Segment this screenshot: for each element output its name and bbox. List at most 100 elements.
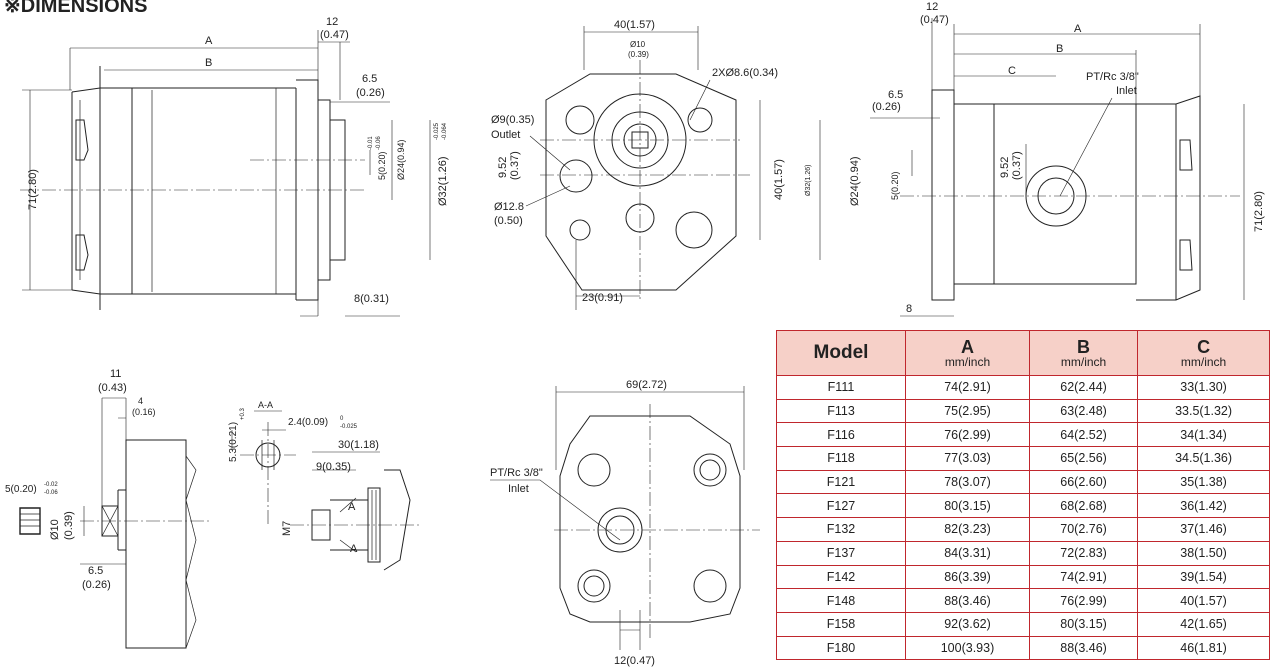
dim-32-tol1: -0.025 [434,122,440,140]
table-cell: F148 [776,588,906,613]
dim-952-inch: (0.37) [509,151,521,180]
dim-5b-tol1: -0.02 [44,482,58,488]
table-cell: 72(2.83) [1028,540,1139,566]
shaft-detail-view: 11 (0.43) 4 (0.16) 5(0.20) -0.02 -0.06 Ø… [5,368,210,649]
dim-9b-label: 9(0.35) [316,461,351,473]
dim-9-label: Ø9(0.35) [491,114,534,126]
dim-12c-inch: (0.47) [920,14,949,26]
dim-65c-label: 6.5 [888,89,903,101]
dim-6-5-label: 6.5 [362,73,377,85]
table-cell: 37(1.46) [1137,517,1270,542]
side-view-shaft: A B 12 (0.47) 6.5 (0.26) 71(2.80) 8(0.31… [20,16,449,317]
table-cell: F142 [776,564,906,590]
side-view-port: A B C 12 (0.47) PT/Rc 3/8" Inlet 6.5 (0.… [805,1,1265,317]
dim-5-tol1: -0.01 [368,136,374,150]
inlet2-label: Inlet [508,483,529,495]
table-cell: 92(3.62) [905,611,1030,637]
dim-8-label: 8(0.31) [354,293,389,305]
table-cell: F121 [776,469,906,495]
table-cell: F118 [776,446,906,471]
dim-952-label: 9.52 [497,157,509,178]
table-cell: 42(1.65) [1137,611,1270,637]
dim-4-inch: (0.16) [132,407,156,417]
dim-12-label: 12 [326,16,338,28]
dim-40-label: 40(1.57) [614,19,655,31]
table-cell: 76(2.99) [1028,588,1139,613]
dim-a-label: A [205,35,213,47]
dim-952c-label: 9.52 [999,157,1011,178]
table-cell: 34.5(1.36) [1137,446,1270,471]
key-detail-view: A-A 2.4(0.09) 0 -0.025 5.3(0.21) +0.3 30… [228,400,420,571]
dim-4-label: 4 [138,396,143,406]
dim-65c-inch: (0.26) [872,101,901,113]
dim-5c-label: 5(0.20) [890,171,900,200]
header-model: Model [776,330,906,376]
dim-69-label: 69(2.72) [626,379,667,391]
table-cell: 36(1.42) [1137,493,1270,519]
dim-24b-tol: 0 [340,416,344,422]
table-cell: 78(3.07) [905,469,1030,495]
dim-53-tol: +0.3 [240,407,246,420]
dim-12-inch: (0.47) [320,29,349,41]
table-cell: 76(2.99) [905,422,1030,448]
dim-71-label: 71(2.80) [27,169,39,210]
table-cell: F132 [776,517,906,542]
dim-10-inch: (0.39) [628,50,649,59]
table-cell: 65(2.56) [1028,446,1139,471]
dim-10-label: Ø10 [630,40,646,49]
section-aa-label: A-A [258,400,273,410]
dim-65d-inch: (0.26) [82,579,111,591]
table-cell: F113 [776,398,906,424]
table-cell: 64(2.52) [1028,422,1139,448]
dim-32-label: Ø32(1.26) [437,156,449,206]
port-label: PT/Rc 3/8" [1086,71,1139,83]
dim-8c-label: 8 [906,303,912,315]
table-cell: 34(1.34) [1137,422,1270,448]
table-cell: 74(2.91) [1028,564,1139,590]
dim-71c-label: 71(2.80) [1253,191,1265,232]
dim-952c-inch: (0.37) [1011,151,1023,180]
table-cell: 33(1.30) [1137,375,1270,400]
dim-5-tol2: -0.06 [376,136,382,150]
dim-6-5-inch: (0.26) [356,87,385,99]
dim-30-label: 30(1.18) [338,439,379,451]
dim-24b-tol2: -0.025 [340,424,358,430]
table-cell: 88(3.46) [905,588,1030,613]
dim-24b-label: 2.4(0.09) [288,417,328,428]
dim-65d-label: 6.5 [88,565,103,577]
table-cell: 68(2.68) [1028,493,1139,519]
rear-view: 69(2.72) PT/Rc 3/8" Inlet 12(0.47) [490,379,760,667]
dim-2x8-label: 2XØ8.6(0.34) [712,67,778,79]
table-cell: 84(3.31) [905,540,1030,566]
table-cell: 63(2.48) [1028,398,1139,424]
dim-11-inch: (0.43) [98,382,127,394]
table-cell: 38(1.50) [1137,540,1270,566]
dim-5b-tol2: -0.06 [44,490,58,496]
table-cell: F180 [776,635,906,661]
page-title: ※DIMENSIONS [4,0,147,17]
dim-53-label: 5.3(0.21) [228,422,239,462]
dim-128-label: Ø12.8 [494,201,524,213]
dim-24-label: Ø24(0.94) [396,139,406,180]
section-a-top: A [348,501,356,513]
dim-10v-inch: (0.39) [63,511,75,540]
outlet-label: Outlet [491,129,520,141]
table-cell: 74(2.91) [905,375,1030,400]
dim-b-label: B [205,57,212,69]
dim-128-inch: (0.50) [494,215,523,227]
table-cell: 77(3.03) [905,446,1030,471]
table-cell: 88(3.46) [1028,635,1139,661]
